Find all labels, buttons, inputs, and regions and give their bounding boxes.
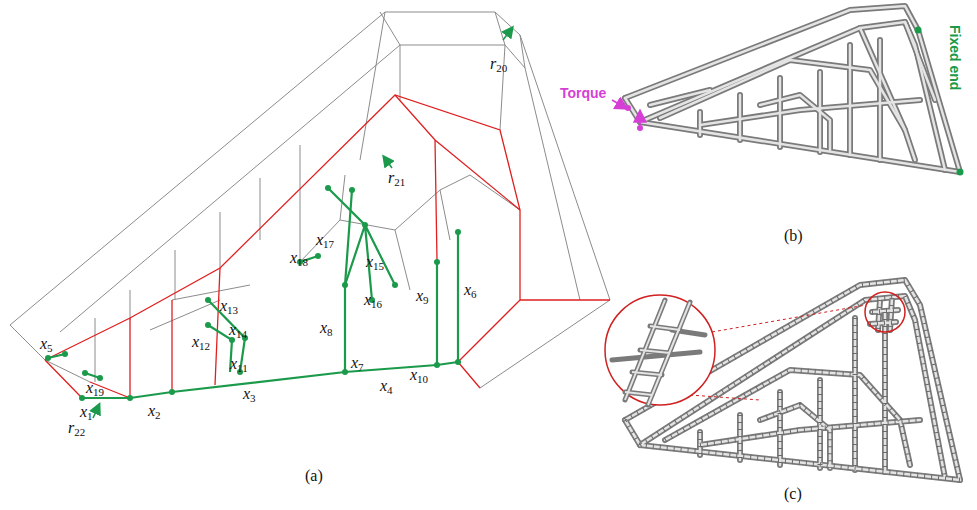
variable-label: x2 — [148, 403, 161, 421]
panel-label: Fixed end — [948, 25, 962, 90]
panel-label: (a) — [305, 468, 323, 484]
variable-label: x13 — [220, 298, 238, 316]
variable-label: x8 — [320, 320, 333, 338]
panel-label: (c) — [784, 486, 802, 502]
variable-label: x18 — [290, 250, 308, 268]
variable-label: x10 — [410, 367, 428, 385]
variable-label: x1 — [80, 404, 93, 422]
variable-label: r20 — [490, 56, 507, 74]
variable-label: x11 — [230, 356, 248, 374]
variable-label: x12 — [192, 334, 210, 352]
panel-label: Torque — [560, 86, 606, 100]
variable-label: x14 — [229, 322, 247, 340]
variable-label: x17 — [316, 232, 334, 250]
variable-label: r21 — [388, 170, 405, 188]
variable-label: x16 — [364, 292, 382, 310]
variable-label: x3 — [243, 386, 256, 404]
variable-label: x9 — [416, 288, 429, 306]
variable-label: x7 — [351, 355, 364, 373]
variable-label: x5 — [40, 336, 53, 354]
variable-label: x6 — [464, 282, 477, 300]
variable-label: x15 — [366, 254, 384, 272]
panel-label: (b) — [784, 228, 803, 244]
variable-label: r22 — [68, 420, 85, 438]
variable-label: x4 — [380, 378, 393, 396]
variable-label: x19 — [86, 380, 104, 398]
